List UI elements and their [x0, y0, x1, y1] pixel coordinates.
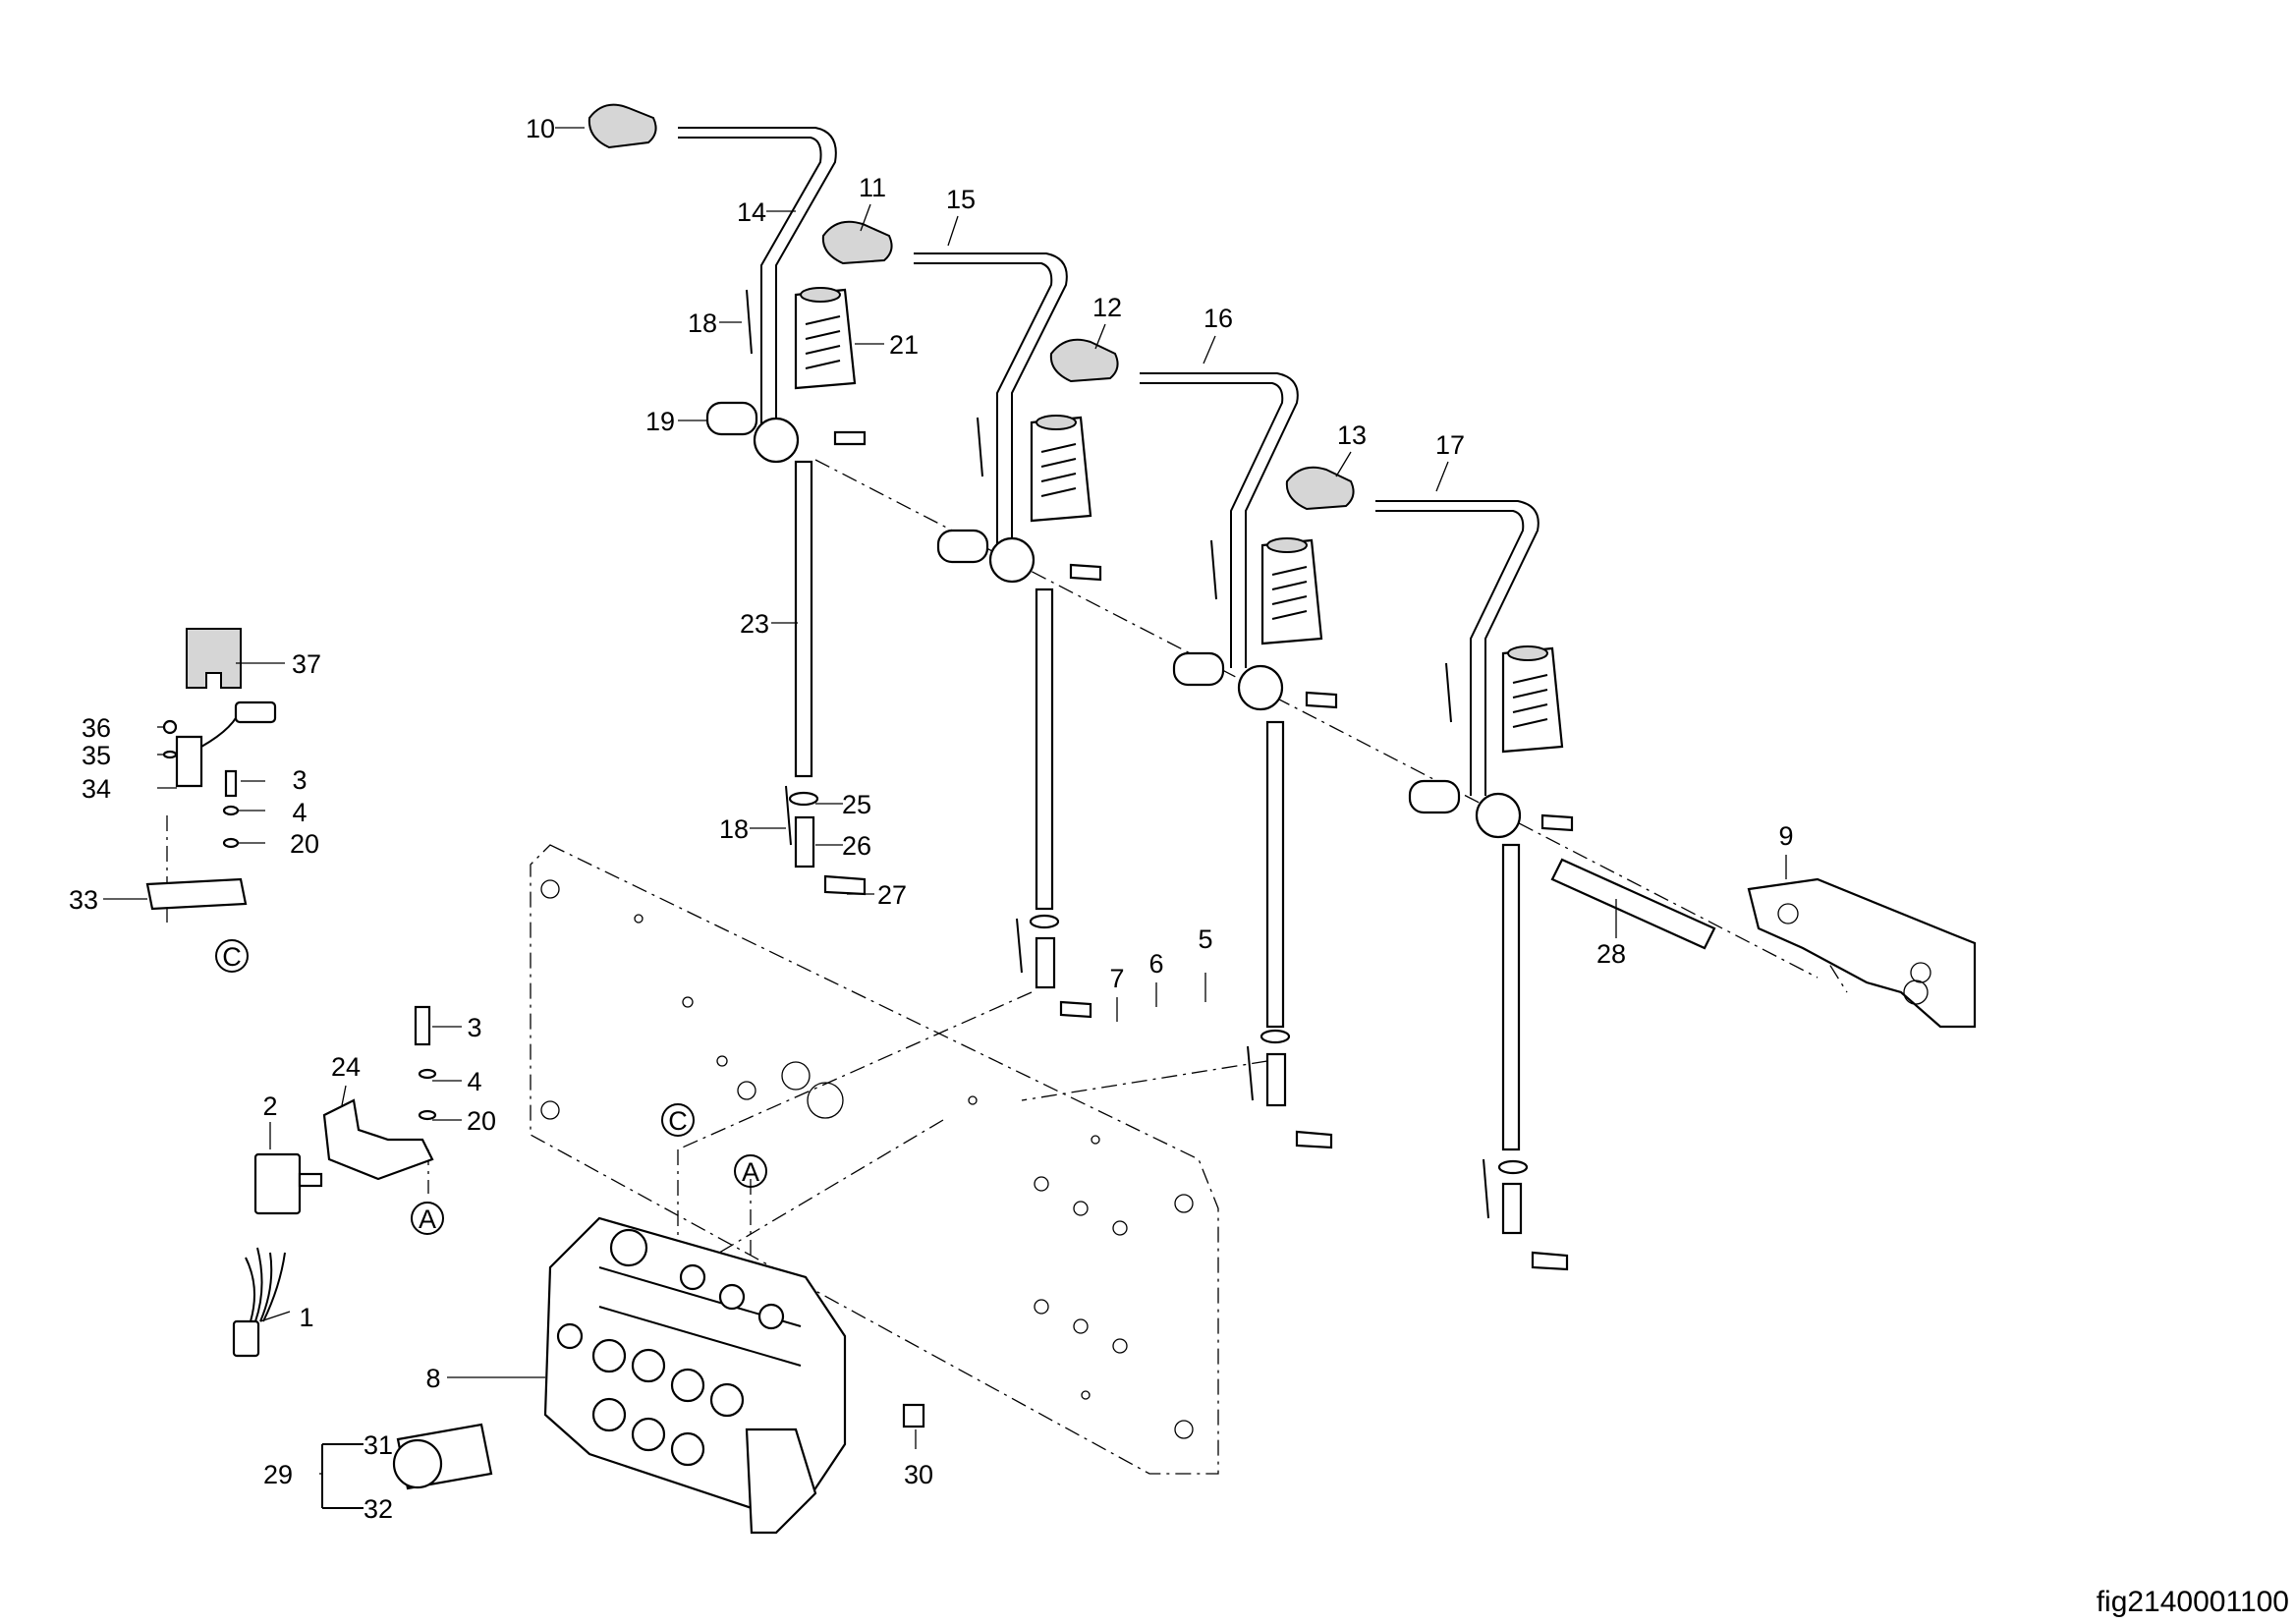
callout-31: 31: [364, 1430, 393, 1460]
callout-13: 13: [1337, 420, 1367, 450]
lever-assembly-4: [1285, 466, 1574, 1271]
callout-8: 8: [425, 1364, 440, 1393]
ref-marker-c-upper: C: [215, 939, 249, 973]
callout-6: 6: [1148, 949, 1163, 979]
lever-assembly-3: [1049, 338, 1338, 1149]
svg-text:A: A: [419, 1204, 436, 1234]
callout-26: 26: [842, 831, 871, 861]
callout-19: 19: [645, 407, 675, 436]
callout-21: 21: [889, 330, 919, 360]
callout-2: 2: [262, 1092, 277, 1121]
callout-33: 33: [69, 885, 98, 915]
callout-23: 23: [740, 609, 769, 639]
lever-assembly-1: [588, 103, 867, 896]
svg-text:C: C: [668, 1106, 688, 1136]
callout-12: 12: [1092, 293, 1122, 322]
callout-28: 28: [1596, 939, 1626, 969]
callout-4b: 4: [467, 1067, 481, 1096]
sensor-group: [145, 628, 277, 911]
figure-id: fig2140001100: [2097, 1586, 2289, 1618]
leader-lines: [103, 127, 1787, 1509]
control-valve: [392, 1216, 925, 1535]
ref-marker-a-upper: A: [734, 1154, 767, 1188]
ref-marker-c-lower: C: [661, 1103, 695, 1137]
ref-marker-a-lower: A: [411, 1202, 444, 1235]
callout-1: 1: [299, 1303, 313, 1332]
callout-24: 24: [331, 1052, 361, 1082]
callout-25: 25: [842, 790, 871, 819]
callout-4: 4: [292, 798, 307, 827]
callout-14: 14: [737, 197, 766, 227]
lever-assembly-2: [821, 220, 1102, 1019]
callout-16: 16: [1203, 304, 1233, 333]
callout-37: 37: [292, 649, 321, 679]
callout-7: 7: [1109, 964, 1124, 993]
callout-34: 34: [82, 774, 111, 804]
callout-18: 18: [688, 308, 717, 338]
callout-27: 27: [877, 880, 907, 910]
callout-3: 3: [292, 765, 307, 795]
callout-5: 5: [1198, 924, 1212, 954]
callout-10: 10: [526, 114, 555, 143]
mounting-plate: [530, 844, 1219, 1475]
callout-9: 9: [1778, 821, 1793, 851]
callout-17: 17: [1435, 430, 1465, 460]
callout-36: 36: [82, 713, 111, 743]
callout-20b: 20: [467, 1106, 496, 1136]
switch-group: [232, 1005, 437, 1358]
callout-15: 15: [946, 185, 976, 214]
callout-labels: 1 2 3 3 4 4 5 6 7 8 9 10 11 12 13 14 15 …: [69, 114, 1794, 1524]
callout-35: 35: [82, 741, 111, 770]
callout-30: 30: [904, 1460, 933, 1489]
callout-18b: 18: [719, 814, 749, 844]
callout-29: 29: [263, 1460, 293, 1489]
callout-3b: 3: [467, 1013, 481, 1042]
svg-text:A: A: [742, 1157, 759, 1187]
svg-text:C: C: [222, 942, 242, 972]
callout-32: 32: [364, 1494, 393, 1524]
shaft-and-bracket: [1550, 858, 1977, 1029]
callout-20: 20: [290, 829, 319, 859]
callout-11: 11: [859, 173, 886, 202]
